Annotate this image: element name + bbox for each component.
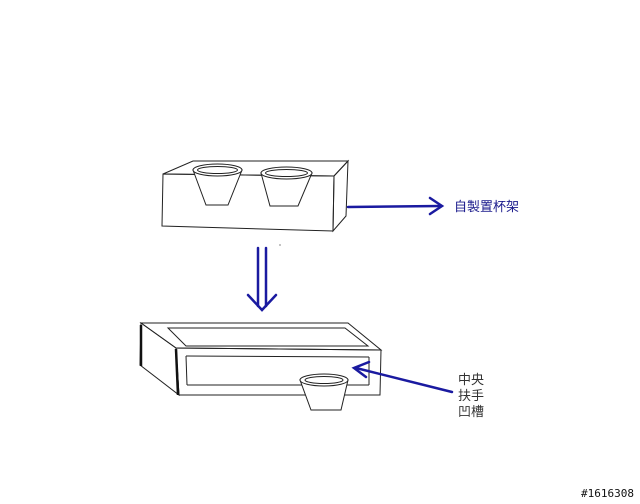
- cup-right-icon: [260, 166, 313, 207]
- cup-holder-label: 自製置杯架: [454, 200, 520, 215]
- grip-pointer-arrow: [351, 360, 454, 394]
- cup-holder-top-face: [162, 160, 350, 177]
- holder-pointer-arrow: [346, 196, 445, 216]
- armrest-front-face: [175, 347, 382, 396]
- armrest-groove-label-line3: 凹槽: [458, 405, 485, 420]
- cup-holder-side-face: [332, 159, 349, 233]
- double-down-arrow: [246, 246, 278, 312]
- armrest-groove-label-line1: 中央: [458, 373, 485, 388]
- image-watermark: #1616308: [581, 487, 634, 500]
- armrest-opening: [166, 327, 370, 347]
- armrest-groove-label: 中央 扶手 凹槽: [458, 373, 484, 421]
- cup-holder-block: [161, 159, 350, 233]
- cup-left-icon: [192, 163, 243, 206]
- armrest-groove-label-line2: 扶手: [458, 389, 485, 404]
- armrest-cup-icon: [299, 373, 349, 411]
